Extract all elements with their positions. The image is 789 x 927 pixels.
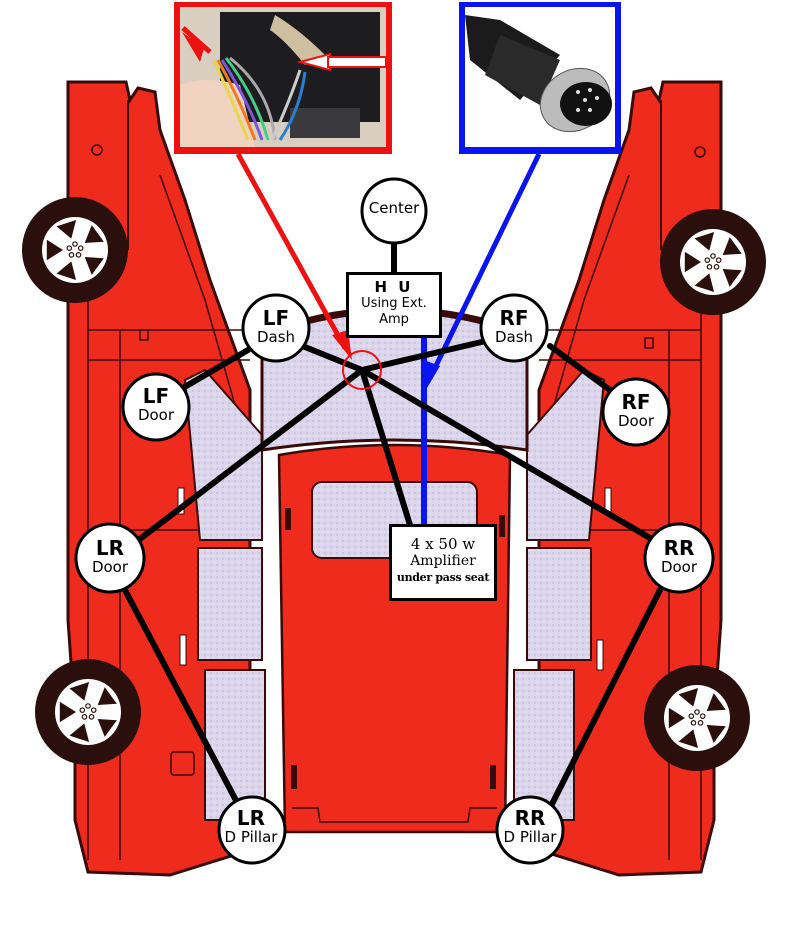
amplifier-box: 4 x 50 w Amplifier under pass seat (389, 524, 497, 601)
lf-door-node (121, 372, 191, 442)
wire-rr-pillar (547, 587, 663, 811)
blue-callout-arrowhead (424, 360, 440, 388)
amplifier-location: under pass seat (396, 571, 490, 584)
left-front-wheel-icon (22, 197, 128, 303)
right-front-wheel-icon (660, 209, 766, 315)
left-windows (177, 368, 266, 821)
left-rear-wheel-icon (35, 659, 141, 765)
wire-rf-door (547, 343, 613, 393)
rf-dash-node (479, 293, 549, 363)
wire-lf-door (173, 347, 251, 395)
speaker-wires (122, 237, 665, 811)
rf-door-node (601, 377, 671, 447)
lr-door-node (74, 522, 146, 594)
wire-lr-door (129, 367, 365, 548)
center-speaker-node (360, 177, 428, 245)
lf-dash-node (241, 293, 311, 363)
blue-photo-inset (459, 2, 621, 154)
rr-door-node (643, 522, 715, 594)
head-unit-line3: Amp (379, 312, 409, 327)
lr-pillar-node (217, 795, 287, 865)
blue-callout-line (427, 152, 542, 380)
red-callout-line (235, 152, 348, 350)
head-unit-box: H U Using Ext. Amp (346, 272, 442, 338)
wire-lr-pillar (122, 587, 243, 811)
wire-amp (359, 367, 413, 528)
red-photo-inset (174, 2, 392, 154)
wire-rr-door (359, 367, 665, 548)
wire-rf-dash (359, 337, 493, 373)
rr-pillar-node (495, 795, 565, 865)
amplifier-power: 4 x 50 w (410, 535, 476, 553)
amplifier-name: Amplifier (410, 553, 476, 569)
center-speaker-label: Center (368, 199, 420, 217)
head-unit-title: H U (374, 278, 414, 296)
junction-highlight-circle (342, 350, 382, 390)
right-rear-wheel-icon (644, 665, 750, 771)
tailgate (277, 443, 512, 834)
head-unit-line2: Using Ext. (361, 296, 427, 311)
right-windows (513, 368, 612, 821)
wire-lf-dash (297, 342, 365, 373)
